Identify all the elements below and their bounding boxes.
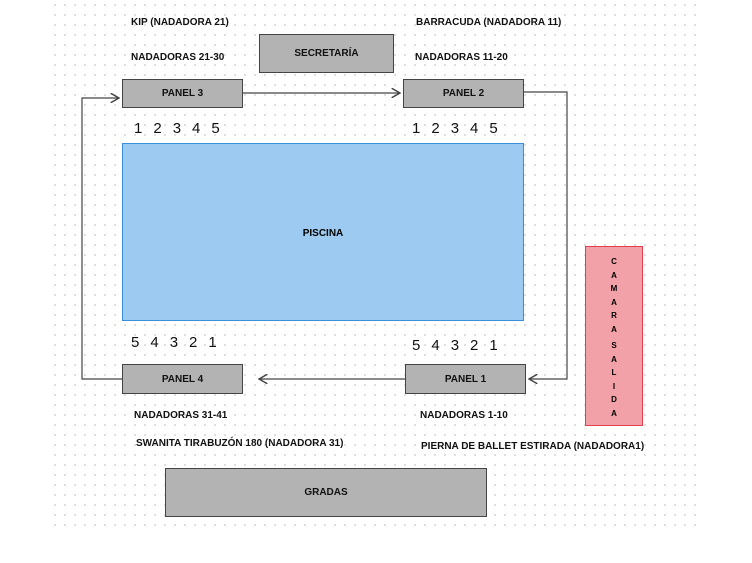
- lane-number: 4: [431, 337, 440, 354]
- barracuda-label: BARRACUDA (NADADORA 11): [416, 17, 562, 28]
- nadadoras-31-41-label: NADADORAS 31-41: [134, 410, 228, 421]
- letter: A: [611, 297, 617, 307]
- lane-number: 4: [150, 334, 159, 351]
- lane-number: 3: [169, 334, 179, 351]
- lane-number: 3: [450, 120, 460, 137]
- letter: A: [611, 354, 617, 364]
- letter: M: [610, 284, 618, 293]
- nadadoras-11-20-label: NADADORAS 11-20: [415, 52, 508, 63]
- lane-number: 3: [172, 120, 182, 137]
- letter: C: [611, 257, 617, 266]
- panel-3: PANEL 3: [122, 79, 243, 108]
- lane-number: 2: [189, 334, 198, 351]
- letter: R: [611, 311, 617, 320]
- arrow-panel4-to-panel3: [81, 98, 122, 380]
- lane-number: 2: [431, 120, 440, 137]
- nadadoras-21-30-label: NADADORAS 21-30: [131, 52, 225, 63]
- lane-number: 5: [412, 337, 421, 354]
- panel-1: PANEL 1: [405, 364, 526, 394]
- pool: PISCINA: [122, 143, 524, 321]
- pool-label: PISCINA: [302, 228, 344, 239]
- lane-number: 4: [470, 120, 479, 137]
- gradas-box: GRADAS: [165, 468, 487, 517]
- letter: A: [611, 408, 617, 418]
- lane-number: 4: [192, 120, 201, 137]
- lane-number: 1: [489, 337, 498, 354]
- panel-4: PANEL 4: [122, 364, 243, 394]
- letter: A: [611, 324, 617, 334]
- letter: D: [611, 395, 617, 404]
- letter: S: [611, 341, 617, 350]
- lane-number: 2: [470, 337, 479, 354]
- lane-number: 2: [153, 120, 162, 137]
- panel-2: PANEL 2: [403, 79, 524, 108]
- lane-number: 1: [134, 120, 143, 137]
- swanita-label: SWANITA TIRABUZÓN 180 (NADADORA 31): [136, 438, 344, 449]
- lane-number: 5: [131, 334, 140, 351]
- lane-number: 5: [211, 120, 220, 137]
- pierna-label: PIERNA DE BALLET ESTIRADA (NADADORA1): [421, 441, 645, 452]
- letter: L: [611, 368, 617, 377]
- secretaria-box: SECRETARÍA: [259, 34, 394, 73]
- nadadoras-1-10-label: NADADORAS 1-10: [420, 410, 508, 421]
- kip-label: KIP (NADADORA 21): [131, 17, 229, 28]
- letter: A: [611, 270, 617, 280]
- lane-number: 1: [412, 120, 421, 137]
- arrow-panel2-to-panel1: [524, 91, 568, 379]
- lane-number: 3: [450, 337, 460, 354]
- letter: I: [612, 381, 616, 391]
- lane-number: 1: [208, 334, 217, 351]
- lane-number: 5: [489, 120, 498, 137]
